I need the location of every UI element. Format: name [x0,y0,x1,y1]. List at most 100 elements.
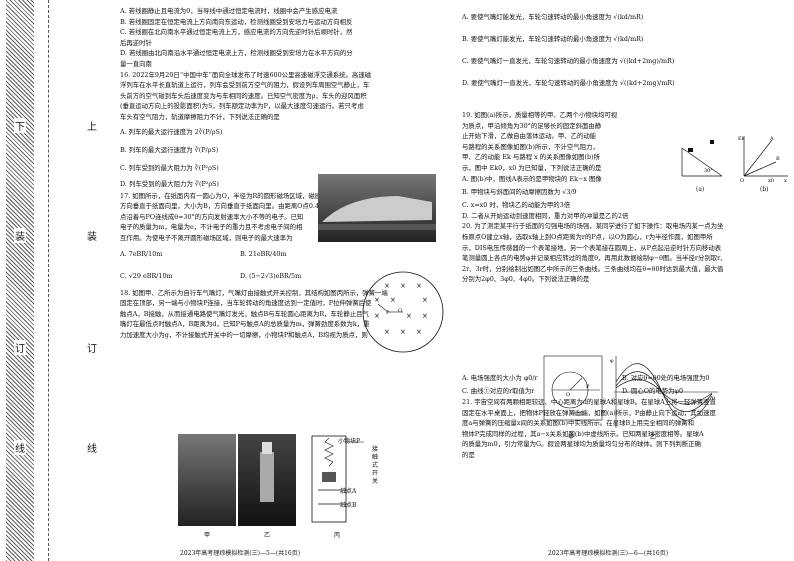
magnetic-field-diagram: ××× ××× ××× ××× O P [362,271,444,353]
q21-stem-6: 的是 [462,450,475,459]
label-contact-a: 触点A [340,488,357,495]
right-footer: 2023年高考理综模拟检测(三)—6—(共16页) [548,550,669,557]
q21-stem-3: 度a与弹簧的压缩量x间的关系如图(b)中实线所示。在星球B上用完全相同的弹簧和 [462,419,695,428]
label-switch: 接触式开关 [372,446,379,485]
svg-text:A: A [769,136,774,142]
q18-option-d: D. 要使气嘴灯一直发光，车轮匀速转动的最小角速度为 √((kd+2mg)/mR… [462,79,675,87]
q20-option-a: A. 电场强度的大小为 φ0/r [462,373,538,382]
svg-text:×: × [374,296,380,304]
svg-text:×: × [406,312,412,320]
q15-option-c-cont: 后再逆时针 [120,38,152,47]
q19-stem-2: 为质点，甲沿倾角为30°的足够长的固定斜面由静 [462,121,602,130]
cut-line [48,0,49,561]
q18-stem-2: 固定在顶部，另一端与小物块P连接，当车轮转动的角速度达到一定值时，P拉伸弹簧后使 [120,299,372,308]
svg-text:×: × [390,296,396,304]
margin-label-xia: 下 [14,118,26,133]
svg-text:×: × [422,296,428,304]
svg-text:×: × [400,328,406,336]
q16-stem-4: (垂直运动方向上的投影面积)为S，列车额定功率为P，以最大速度匀速运行。若只考虑 [120,102,364,111]
q20-label-yi: 乙 [650,434,657,441]
q15-option-d: D. 若线圈由北向南沿水平通过恒定电流上方，检测线圈受到安培力在水平方向的分 [120,49,353,58]
q15-option-a: A. 若线圈静止且电流为0，当导线中通过恒定电流时，线圈中会产生感应电流 [120,7,338,15]
right-page: A. 要使气嘴灯能发光，车轮匀速转动的最小角速度为 √(kd/mR) B. 要使… [462,6,790,460]
left-footer: 2023年高考理综模拟检测(三)—5—(共16页) [180,550,301,557]
q19-option-c: C. x=x0 时，物块乙的动能为甲的3倍 [462,201,571,210]
label-contact-b: 触点B [340,502,357,509]
svg-text:x0: x0 [768,178,774,184]
q20-stem: 20. 为了测定某平行于纸面的匀强电场的场强，某同学进行了如下操作：取电场内某一… [462,222,724,231]
q17-stem-5: 互作用。为使电子不离开圆形磁场区域，则电子的最大速率为 [120,233,293,242]
q19-stem-3: 止开始下滑，乙做自由落体运动。甲、乙的动能 [462,132,597,141]
q20-label-jia: 甲 [568,434,575,441]
field-circle-jia: O P [543,355,603,421]
margin-label-zhuang: 装 [14,228,26,243]
svg-text:×: × [416,328,422,336]
q19-stem-4: 与路程的关系图像如图(b)所示，不计空气阻力， [462,142,599,151]
q15-option-b: B. 若线圈固定在恒定电流上方向南向东运动，检测线圈受到安培力与运动方向相反 [120,17,353,26]
train-silhouette-icon [318,196,436,230]
binding-margin: 下 装 订 线 [0,0,62,561]
valve-light-photo-yi [238,434,296,526]
q20-stem-5: 2r、3r时，分别绘制出如图乙中所示的三条曲线。三条曲线均在θ=θ0时达到最大值… [462,264,724,273]
q16-stem-3: 头前方的空气碰到车头后速度变为与车相同的速度。已知空气密度为ρ，车头的迎风面积 [120,91,367,100]
margin-label-xian: 线 [14,440,26,455]
q18-stem-3: 触点A，B接触，从而接通电路使气嘴灯发光，触点B与车轮圆心距离为R，车轮静止且气 [120,309,369,318]
q19-option-d: D. 二者从开始运动到速度相同，重力对甲的冲量是乙的2倍 [462,211,629,220]
q17-stem: 17. 如图所示，在纸面内有一圆心为O，半径为R的圆形磁场区域，磁感应强度的 [120,191,347,200]
inner-label-zhuang: 装 [87,232,97,243]
q20-figures: O P φ θ [543,355,718,428]
svg-text:×: × [416,282,422,290]
q18-stem: 18. 如图甲、乙所示为自行车气嘴灯，气嘴灯由接触式开关控制，其结构如图丙所示，… [120,288,388,297]
svg-text:×: × [384,328,390,336]
q17-stem-3: 点沿着与PO连线成θ=30°的方向发射速率大小不等的电子。已知 [120,212,304,221]
svg-text:30°: 30° [704,168,713,174]
q18-stem-4: 嘴灯在最低点时触点A，B距离为d，已知P与触点A的总质量为m，弹簧劲度系数为k，… [120,320,370,329]
svg-text:φ: φ [610,358,614,364]
potential-curves-yi: φ θ [610,356,718,428]
q20-stem-6: 分别为2φ0、3φ0、4φ0。下列说法正确的是 [462,275,590,284]
q15-option-c: C. 若线圈在北向南水平通过恒定电流上方，感应电流的方向先逆时针后顺时针，然 [120,28,353,37]
q19-label-a: (a) [696,186,705,193]
q16-stem-2: 浮列车在水平长直轨道上运行，列车会受到前方空气的阻力，假设列车周围空气静止，车 [120,81,370,90]
svg-text:×: × [374,312,380,320]
valve-light-photo-jia [178,434,236,526]
q19-option-b: B. 甲物块与斜面间的动摩擦因数为 √3/9 [462,188,577,197]
label-small-block: 小物块P [338,438,361,445]
svg-text:Ek: Ek [738,136,746,142]
q17-option-b: B. 21eBR/40m [240,250,287,259]
svg-text:θ: θ [712,396,715,402]
q19-stem-5: 甲、乙的动能 Ek 与路程 x 的关系图像如图(b)所 [462,153,600,162]
q20-option-b: B. 对应θ=θ0处的电场强度为0 [622,373,710,382]
inner-label-shang: 上 [87,122,97,133]
q17-stem-4: 电子的质量为m，电量为e，不计电子的重力且不考虑电子间的相 [120,223,303,232]
q21-stem-4: 物体P完成同样的过程，其a−x关系如图(b)中虚线所示。已知两星球密度相等。星球… [462,429,704,438]
q19-option-a: A. 图(b)中，图线A表示的是甲物块的 Ek−x 图像 [462,174,602,183]
q16-option-a: A. 列车的最大运行速度为 2∛(P/ρS) [120,127,223,136]
q16-option-d: D. 列车受到的最大阻力为 ∛(P²ρS) [120,179,219,188]
svg-text:×: × [422,312,428,320]
q20-option-d: D. 圆心O的电势为φ0 [622,386,684,395]
q17-option-a: A. 7eBR/10m [120,250,163,259]
inner-label-xian: 线 [87,444,97,455]
svg-text:×: × [400,282,406,290]
label-yi: 乙 [264,532,271,539]
q20-label-paper: 纸面 [574,411,585,417]
q21-stem-5: 的质量为m0，引力常量为G。假设两星球均为质量均匀分布的球体。则下列判断正确 [462,440,701,449]
q16-stem: 16. 2022年9月20日“中国中车”面向全球发布了时速600公里高速磁浮交通… [120,70,372,79]
ek-x-graph-b: Ek A B O x0 x [738,136,788,184]
svg-text:P: P [586,384,590,390]
q19-stem-6: 示，图中 Ek0，x0 为已知量，下列说法正确的是 [462,163,602,172]
svg-text:O: O [566,392,570,398]
q17-option-d: D. (5−2√3)eBR/5m [240,272,302,281]
q20-stem-2: 标原点O建立x轴，选取x轴上到O点距离为r的P点，以O为圆心，r为半径作圆，如图… [462,232,713,241]
maglev-train-photo [318,174,436,242]
svg-text:x: x [784,178,787,184]
q18-option-c: C. 要使气嘴灯一直发光，车轮匀速转动的最小角速度为 √((kd+2mg)/mR… [462,57,675,65]
q19-label-b: (b) [760,186,769,193]
q17-stem-2: 方向垂直于纸面向里，大小为B，方向垂直于纸面向里。由距离O点0.4R处的P [120,202,341,211]
binding-hatch [6,0,34,561]
svg-text:O: O [740,178,744,184]
q19-stem: 19. 如图(a)所示，质量相等的甲、乙两个小物块均可视 [462,111,618,119]
q20-option-c: C. 曲线①对应的r取值为r [462,386,535,395]
left-page: A. 若线圈静止且电流为0，当导线中通过恒定电流时，线圈中会产生感应电流 B. … [120,6,450,340]
